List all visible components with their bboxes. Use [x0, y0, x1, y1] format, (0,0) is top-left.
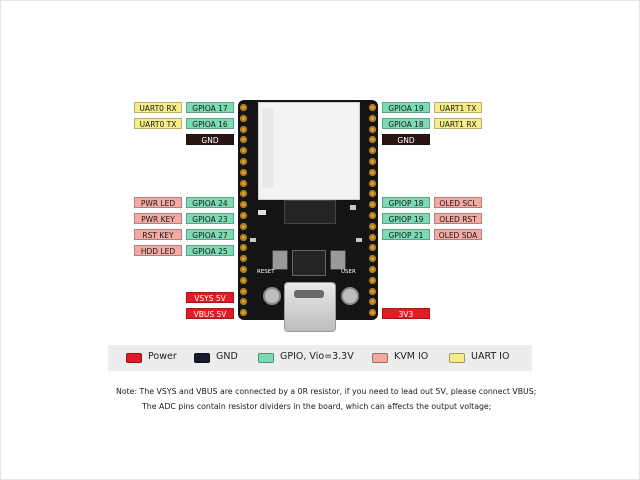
flash-chip: [284, 200, 336, 224]
smd-component: [258, 210, 266, 215]
header-pin: [240, 244, 247, 252]
inductor-left: [272, 250, 288, 270]
header-pin: [240, 287, 247, 295]
header-pin: [369, 287, 376, 295]
header-pin: [369, 201, 376, 209]
header-pin: [240, 190, 247, 198]
legend-swatch-uart-io: [449, 353, 465, 363]
reset-label: RESET: [257, 269, 275, 275]
label-oled-scl: OLED SCL: [434, 197, 482, 208]
inductor-right: [330, 250, 346, 270]
smd-component: [350, 205, 356, 210]
label-gpioa-19: GPIOA 19: [382, 102, 430, 113]
label-uart1-tx: UART1 TX: [434, 102, 482, 113]
header-pin: [240, 125, 247, 133]
header-pin: [240, 212, 247, 219]
header-pin: [369, 233, 376, 241]
usb-c-port: [294, 290, 324, 298]
legend-swatch-gpio: [258, 353, 274, 363]
legend-label-gnd: GND: [216, 351, 238, 362]
header-pin: [369, 190, 376, 198]
reset-button[interactable]: [263, 287, 281, 305]
label-gpioa-23: GPIOA 23: [186, 213, 234, 224]
label-3v3: 3V3: [382, 308, 430, 319]
header-pin: [369, 276, 376, 284]
label-gpiop-21: GPIOP 21: [382, 229, 430, 240]
header-pin: [369, 158, 376, 165]
label-gpioa-17: GPIOA 17: [186, 102, 234, 113]
header-pin: [240, 255, 247, 263]
soc-chip: [292, 250, 326, 276]
header-pin: [369, 104, 376, 111]
label-gpioa-24: GPIOA 24: [186, 197, 234, 208]
header-pin: [369, 168, 376, 176]
label-gpioa-16: GPIOA 16: [186, 118, 234, 129]
label-vsys-5v: VSYS 5V: [186, 292, 234, 303]
label-gnd-left: GND: [186, 134, 234, 145]
label-gnd-right: GND: [382, 134, 430, 145]
label-gpiop-18: GPIOP 18: [382, 197, 430, 208]
header-pin: [369, 136, 376, 144]
label-hdd-led: HDD LED: [134, 245, 182, 256]
header-pin: [240, 201, 247, 209]
header-pin: [240, 136, 247, 144]
note-line-1: Note: The VSYS and VBUS are connected by…: [116, 387, 537, 396]
header-pin: [369, 309, 376, 317]
label-uart0-rx: UART0 RX: [134, 102, 182, 113]
label-gpiop-19: GPIOP 19: [382, 213, 430, 224]
header-pin: [240, 266, 247, 273]
legend-swatch-gnd: [194, 353, 210, 363]
header-pin: [240, 309, 247, 317]
label-gpioa-27: GPIOA 27: [186, 229, 234, 240]
user-label: USER: [341, 269, 356, 275]
header-pin: [240, 222, 247, 230]
label-uart1-rx: UART1 RX: [434, 118, 482, 129]
header-pin: [240, 233, 247, 241]
label-uart0-tx: UART0 TX: [134, 118, 182, 129]
legend-label-power: Power: [148, 351, 177, 362]
header-pin: [369, 298, 376, 306]
header-pin: [369, 266, 376, 273]
legend-label-gpio: GPIO, Vio=3.3V: [280, 351, 354, 362]
label-rst-key: RST KEY: [134, 229, 182, 240]
smd-component: [250, 238, 256, 242]
header-pin: [240, 104, 247, 111]
note-line-2: The ADC pins contain resistor dividers i…: [142, 402, 492, 411]
antenna-strip: [262, 108, 274, 188]
label-pwr-key: PWR KEY: [134, 213, 182, 224]
header-pin: [240, 158, 247, 165]
header-pin: [240, 179, 247, 187]
legend-label-uart-io: UART IO: [471, 351, 510, 362]
label-oled-rst: OLED RST: [434, 213, 482, 224]
header-pin: [240, 114, 247, 122]
user-button[interactable]: [341, 287, 359, 305]
label-vbus-5v: VBUS 5V: [186, 308, 234, 319]
header-pin: [369, 125, 376, 133]
label-gpioa-25: GPIOA 25: [186, 245, 234, 256]
header-pin: [369, 255, 376, 263]
header-pin: [369, 179, 376, 187]
header-pin: [240, 147, 247, 155]
label-gpioa-18: GPIOA 18: [382, 118, 430, 129]
label-oled-sda: OLED SDA: [434, 229, 482, 240]
smd-component: [356, 238, 362, 242]
header-pin: [240, 298, 247, 306]
header-pin: [369, 212, 376, 219]
wifi-module-shield: [258, 102, 360, 200]
header-pin: [369, 244, 376, 252]
legend-swatch-power: [126, 353, 142, 363]
label-pwr-led: PWR LED: [134, 197, 182, 208]
header-pin: [369, 222, 376, 230]
header-pin: [240, 276, 247, 284]
header-pin: [369, 147, 376, 155]
header-pin: [369, 114, 376, 122]
legend-label-kvm-io: KVM IO: [394, 351, 429, 362]
header-pin: [240, 168, 247, 176]
legend-swatch-kvm-io: [372, 353, 388, 363]
